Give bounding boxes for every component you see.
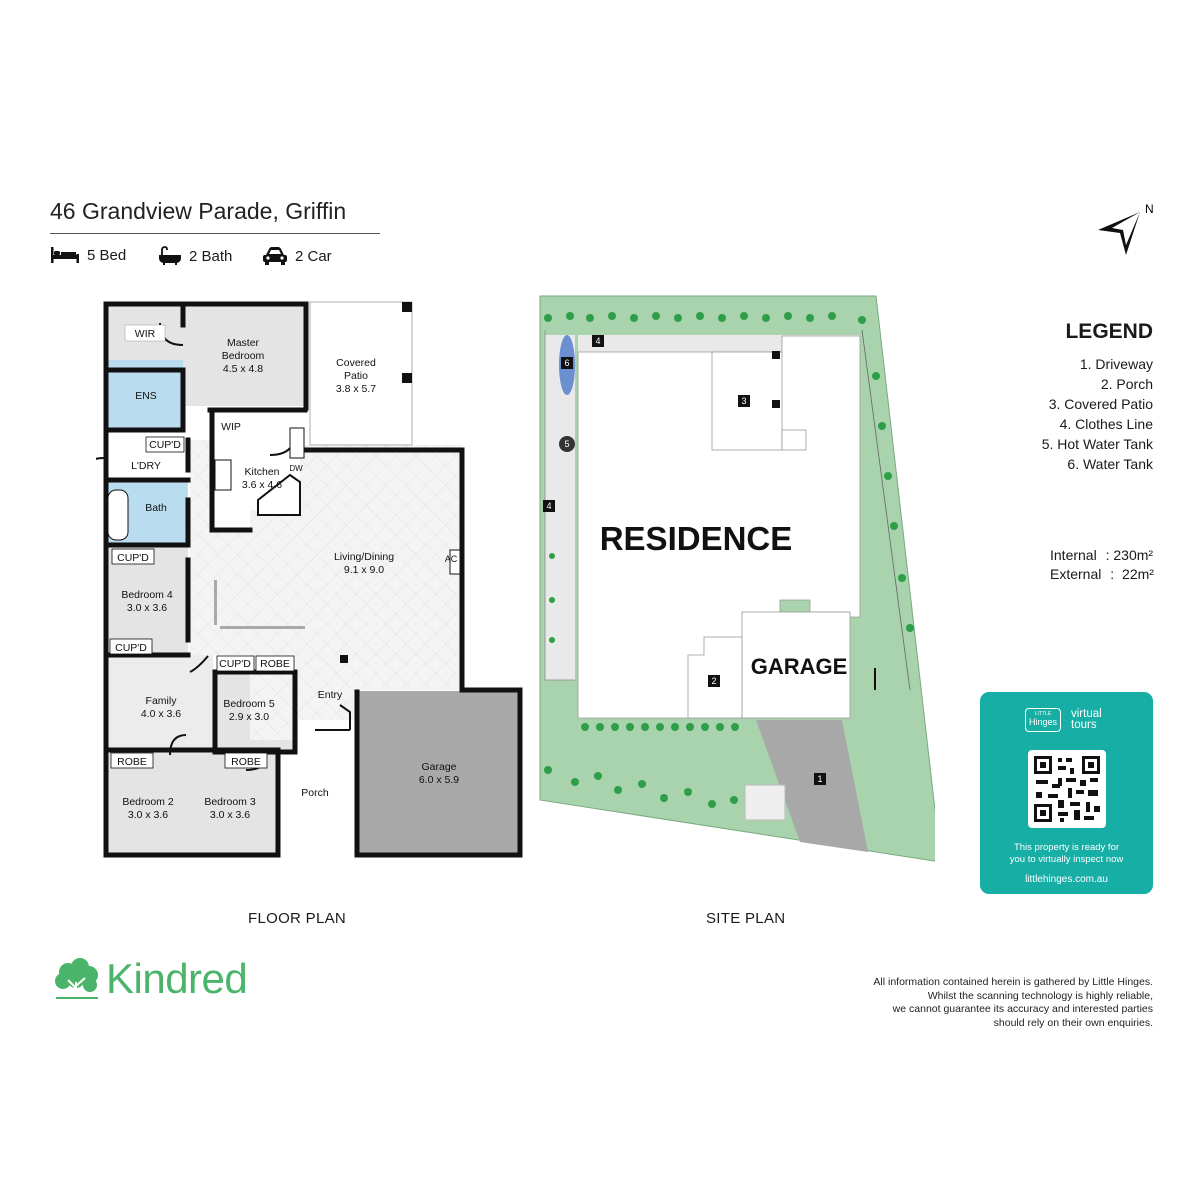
car-count: 2 Car [295,247,332,265]
room-family-dim: 4.0 x 3.6 [141,708,181,720]
car-icon [263,247,287,265]
room-bed4-dim: 3.0 x 3.6 [127,602,167,614]
message-line-1: This property is ready for [1013,842,1120,853]
virtual-tour-card[interactable]: LITTLE Hinges virtual tours This propert… [980,692,1153,894]
bath-icon [159,246,181,265]
kindred-wordmark: Kindred [106,955,248,1002]
disclaimer-line: Whilst the scanning technology is highly… [927,989,1153,1002]
north-arrow-icon: N [1098,202,1154,255]
marker-clothes-line: 4 [595,336,600,346]
disclaimer-line: should rely on their own enquiries. [993,1016,1153,1029]
room-patio-dim: 3.8 x 5.7 [336,383,376,395]
room-ldry: L'DRY [131,460,161,472]
room-kitchen-dim: 3.6 x 4.6 [242,479,282,491]
room-bed5-name: Bedroom 5 [223,698,275,710]
marker-hot-water: 5 [564,439,569,449]
bed-icon [51,247,79,263]
marker-water-tank: 6 [564,358,569,368]
tours-label: tours [1071,719,1097,731]
room-entry: Entry [318,689,343,701]
room-bed2-dim: 3.0 x 3.6 [128,809,168,821]
room-kitchen-name: Kitchen [244,466,279,478]
virtual-tour-url[interactable]: littlehinges.com.au [1025,874,1108,885]
room-bed2-name: Bedroom 2 [122,796,174,808]
legend-item: 2. Porch [1100,376,1153,392]
property-address: 46 Grandview Parade, Griffin [50,198,347,224]
room-ens: ENS [135,390,157,402]
kindred-logo: Kindred [54,955,248,1003]
qr-code[interactable] [1028,750,1106,828]
room-bed4-cupd: CUP'D [117,552,149,564]
residence-label: RESIDENCE [600,520,793,557]
north-label: N [1145,202,1154,216]
room-bed5-robe: ROBE [260,658,290,670]
legend-item: 1. Driveway [1079,356,1153,372]
room-patio-name: Covered [336,357,376,369]
legend-item: 5. Hot Water Tank [1041,436,1153,452]
internal-value: 230m² [1113,547,1154,563]
external-value: 22m² [1122,566,1154,582]
marker-patio: 3 [741,396,746,406]
bed-feature: 5 Bed [50,246,126,264]
room-master-name2: Bedroom [222,350,265,362]
virtual-label: virtual [1071,708,1102,720]
site-plan: RESIDENCE GARAGE 1 2 3 4 4 5 6 [539,295,935,862]
room-wir: WIR [135,328,156,340]
bath-feature: 2 Bath [158,246,232,266]
room-garage-name: Garage [421,761,456,773]
room-bed2-robe: ROBE [117,756,147,768]
marker-driveway: 1 [817,774,822,784]
floor-plan-caption: FLOOR PLAN [248,910,347,927]
room-bed4-name: Bedroom 4 [121,589,173,601]
room-dw: DW [289,464,303,473]
disclaimer-line: All information contained herein is gath… [873,976,1153,988]
room-bed5-cupd: CUP'D [219,658,251,670]
room-bed3-name: Bedroom 3 [204,796,256,808]
room-living-name: Living/Dining [334,551,394,563]
legend-title: LEGEND [1065,320,1153,343]
room-patio-name2: Patio [344,370,368,382]
message-line-2: you to virtually inspect now [1009,854,1124,865]
room-family-cupd: CUP'D [115,642,147,654]
room-bed5-dim: 2.9 x 3.0 [229,711,269,723]
garage-label: GARAGE [751,654,848,679]
disclaimer-line: we cannot guarantee its accuracy and int… [892,1003,1153,1015]
room-master-name: Master [227,337,260,349]
internal-area: Internal : 230m² [1050,547,1154,563]
bed-count: 5 Bed [87,246,127,264]
room-bed3-dim: 3.0 x 3.6 [210,809,250,821]
virtual-tour-message: This property is ready for you to virtua… [980,842,1153,866]
room-bath: Bath [145,502,167,514]
internal-label: Internal [1050,547,1097,563]
room-wip: WIP [221,421,241,433]
car-feature: 2 Car [262,246,332,266]
room-family-name: Family [146,695,178,707]
marker-porch: 2 [711,676,716,686]
virtual-tours-wordmark: virtual tours [1071,708,1102,731]
room-cupd: CUP'D [149,439,181,451]
site-plan-caption: SITE PLAN [706,910,786,927]
floor-plan: WIR Master Bedroom 4.5 x 4.8 Covered Pat… [96,301,523,858]
title-divider [50,233,380,234]
room-garage-dim: 6.0 x 5.9 [419,774,459,786]
marker-clothes-line-2: 4 [546,501,551,511]
external-label: External [1050,566,1102,582]
room-master-dim: 4.5 x 4.8 [223,363,263,375]
little-hinges-logo: LITTLE Hinges [1025,708,1061,732]
disclaimer: All information contained herein is gath… [830,976,1153,1030]
legend-item: 6. Water Tank [1067,456,1153,472]
room-bed3-robe: ROBE [231,756,261,768]
qr-code-icon [1034,756,1100,822]
room-ac: AC [445,554,458,564]
tree-icon [55,958,98,999]
room-living-dim: 9.1 x 9.0 [344,564,384,576]
bath-count: 2 Bath [189,247,233,265]
legend-item: 3. Covered Patio [1048,396,1153,412]
room-porch: Porch [301,787,329,799]
external-area: External : 22m² [1050,566,1154,582]
legend-item: 4. Clothes Line [1059,416,1153,432]
